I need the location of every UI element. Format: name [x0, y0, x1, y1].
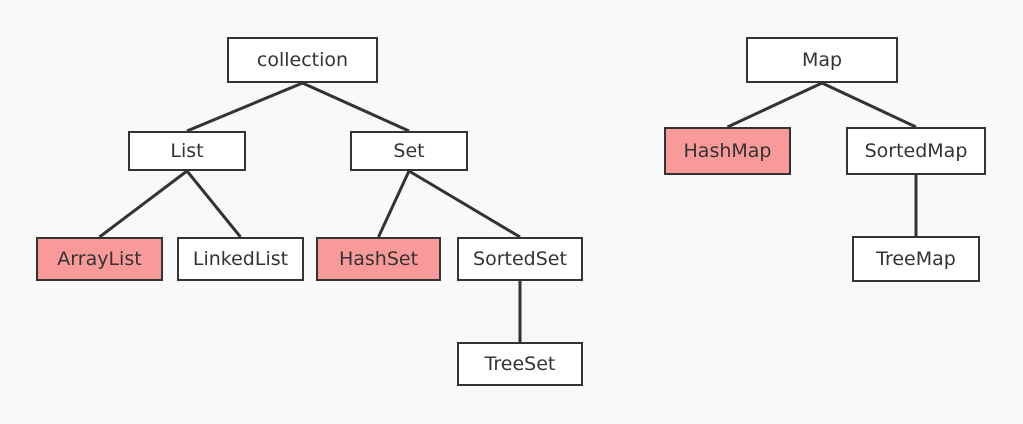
edge-set-sortedset [408, 169, 521, 239]
node-map: Map [746, 37, 898, 83]
edge-map-hashmap [726, 81, 823, 129]
node-linkedlist: LinkedList [177, 237, 304, 281]
node-treemap: TreeMap [852, 236, 980, 282]
node-list: List [128, 131, 246, 171]
node-arraylist: ArrayList [36, 237, 163, 281]
edge-collection-list [186, 81, 304, 133]
edge-list-arraylist [98, 169, 188, 239]
node-hashmap: HashMap [664, 127, 791, 175]
node-set: Set [350, 131, 468, 171]
edge-set-hashset [377, 170, 411, 238]
edge-collection-set [301, 81, 410, 133]
edge-map-sortedmap [821, 81, 917, 129]
node-sortedset: SortedSet [457, 237, 583, 281]
node-sortedmap: SortedMap [846, 127, 986, 175]
edge-list-linkedlist [185, 170, 242, 238]
node-treeset: TreeSet [457, 342, 583, 386]
node-collection: collection [227, 37, 378, 83]
node-hashset: HashSet [316, 237, 441, 281]
